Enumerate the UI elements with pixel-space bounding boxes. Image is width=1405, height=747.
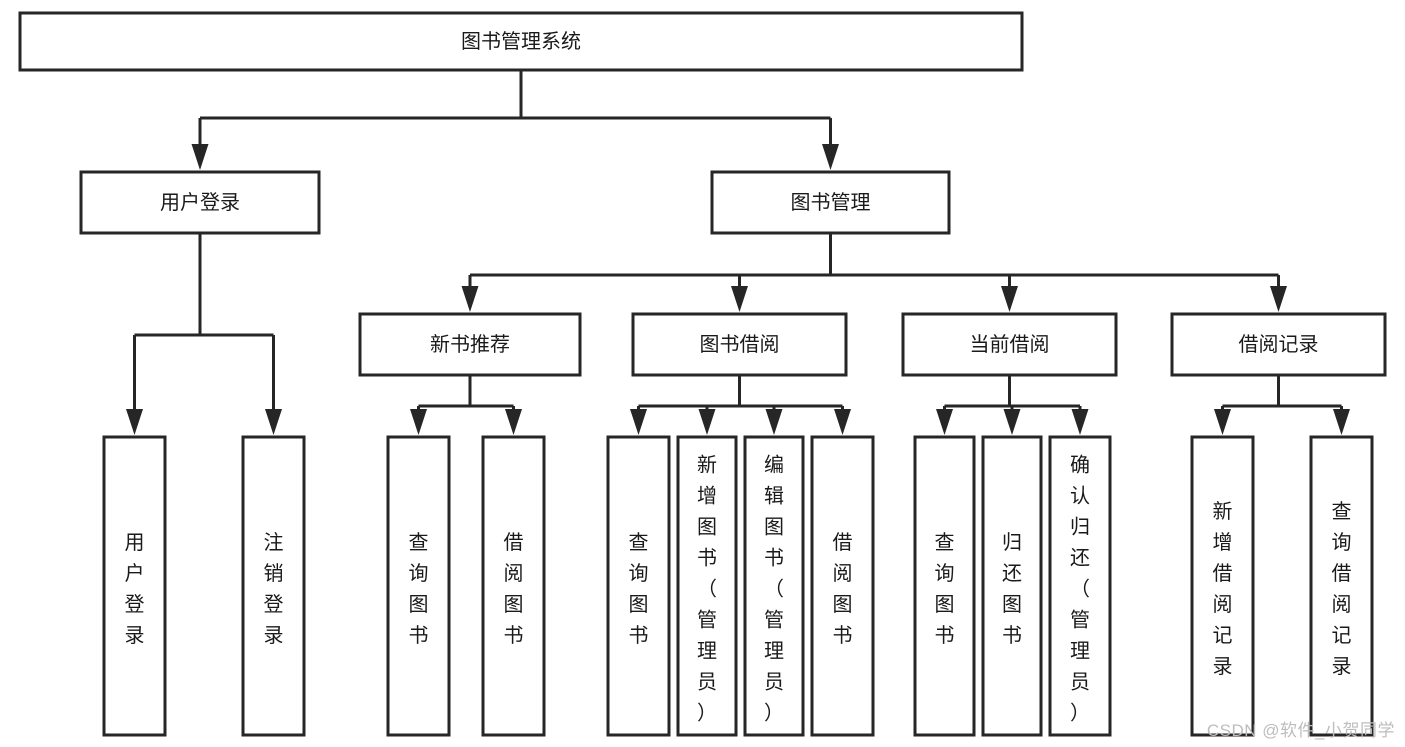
node-box <box>901 312 1118 377</box>
node-l3-b-add[interactable]: 新增图书（管理员） <box>676 435 738 737</box>
node-box <box>241 435 306 737</box>
node-label: 新书推荐 <box>430 333 510 356</box>
node-box <box>79 170 321 235</box>
node-l3-b-query[interactable]: 查询图书 <box>606 435 671 737</box>
node-label: 新增借阅记录 <box>1213 500 1233 678</box>
node-box <box>1309 435 1374 737</box>
node-l3-b-edit[interactable]: 编辑图书（管理员） <box>743 435 805 737</box>
node-l3-new-borrow[interactable]: 借阅图书 <box>481 435 546 737</box>
node-box <box>102 435 167 737</box>
node-box <box>1190 435 1255 737</box>
node-l3-new-query[interactable]: 查询图书 <box>386 435 451 737</box>
node-l2-borrow[interactable]: 图书借阅 <box>631 312 848 377</box>
node-l3-r-query[interactable]: 查询借阅记录 <box>1309 435 1374 737</box>
node-box <box>913 435 976 737</box>
node-label: 查询借阅记录 <box>1332 500 1352 678</box>
node-label: 图书借阅 <box>700 333 780 356</box>
node-box <box>1170 312 1387 377</box>
node-box <box>606 435 671 737</box>
node-label: 编辑图书（管理员） <box>764 453 784 724</box>
nodes-layer: 图书管理系统用户登录图书管理新书推荐图书借阅当前借阅借阅记录用户登录注销登录查询… <box>18 11 1387 737</box>
node-label: 当前借阅 <box>970 333 1050 356</box>
node-l2-new[interactable]: 新书推荐 <box>358 312 582 377</box>
node-l3-user-logout[interactable]: 注销登录 <box>241 435 306 737</box>
node-box <box>358 312 582 377</box>
node-box <box>710 170 951 235</box>
node-l3-c-query[interactable]: 查询图书 <box>913 435 976 737</box>
node-box <box>481 435 546 737</box>
node-label: 借阅记录 <box>1239 333 1319 356</box>
node-box <box>631 312 848 377</box>
node-label: 图书管理系统 <box>461 30 581 53</box>
node-box <box>18 11 1024 72</box>
node-l3-c-confirm[interactable]: 确认归还（管理员） <box>1048 435 1112 737</box>
node-l2-current[interactable]: 当前借阅 <box>901 312 1118 377</box>
node-label: 借阅图书 <box>504 531 524 647</box>
node-label: 借阅图书 <box>833 531 853 647</box>
node-box <box>676 435 738 737</box>
node-l3-b-lend[interactable]: 借阅图书 <box>810 435 875 737</box>
node-label: 用户登录 <box>125 532 145 647</box>
node-l1-user[interactable]: 用户登录 <box>79 170 321 235</box>
node-l2-record[interactable]: 借阅记录 <box>1170 312 1387 377</box>
node-label: 确认归还（管理员） <box>1070 453 1090 724</box>
node-label: 图书管理 <box>791 191 871 214</box>
node-label: 归还图书 <box>1002 531 1022 647</box>
node-l3-r-add[interactable]: 新增借阅记录 <box>1190 435 1255 737</box>
node-box <box>1048 435 1112 737</box>
node-label: 新增图书（管理员） <box>697 453 717 724</box>
node-label: 查询图书 <box>935 531 955 647</box>
node-label: 用户登录 <box>160 191 240 214</box>
node-box <box>743 435 805 737</box>
node-label: 查询图书 <box>629 531 649 647</box>
node-label: 注销登录 <box>264 531 284 647</box>
node-l1-book[interactable]: 图书管理 <box>710 170 951 235</box>
node-l3-user-login[interactable]: 用户登录 <box>102 435 167 737</box>
node-l3-c-return[interactable]: 归还图书 <box>981 435 1043 737</box>
node-box <box>981 435 1043 737</box>
node-box <box>810 435 875 737</box>
node-box <box>386 435 451 737</box>
edges-layer <box>126 70 1350 435</box>
node-root[interactable]: 图书管理系统 <box>18 11 1024 72</box>
node-label: 查询图书 <box>409 531 429 647</box>
watermark-label: CSDN @软件_小贺同学 <box>1206 721 1395 740</box>
